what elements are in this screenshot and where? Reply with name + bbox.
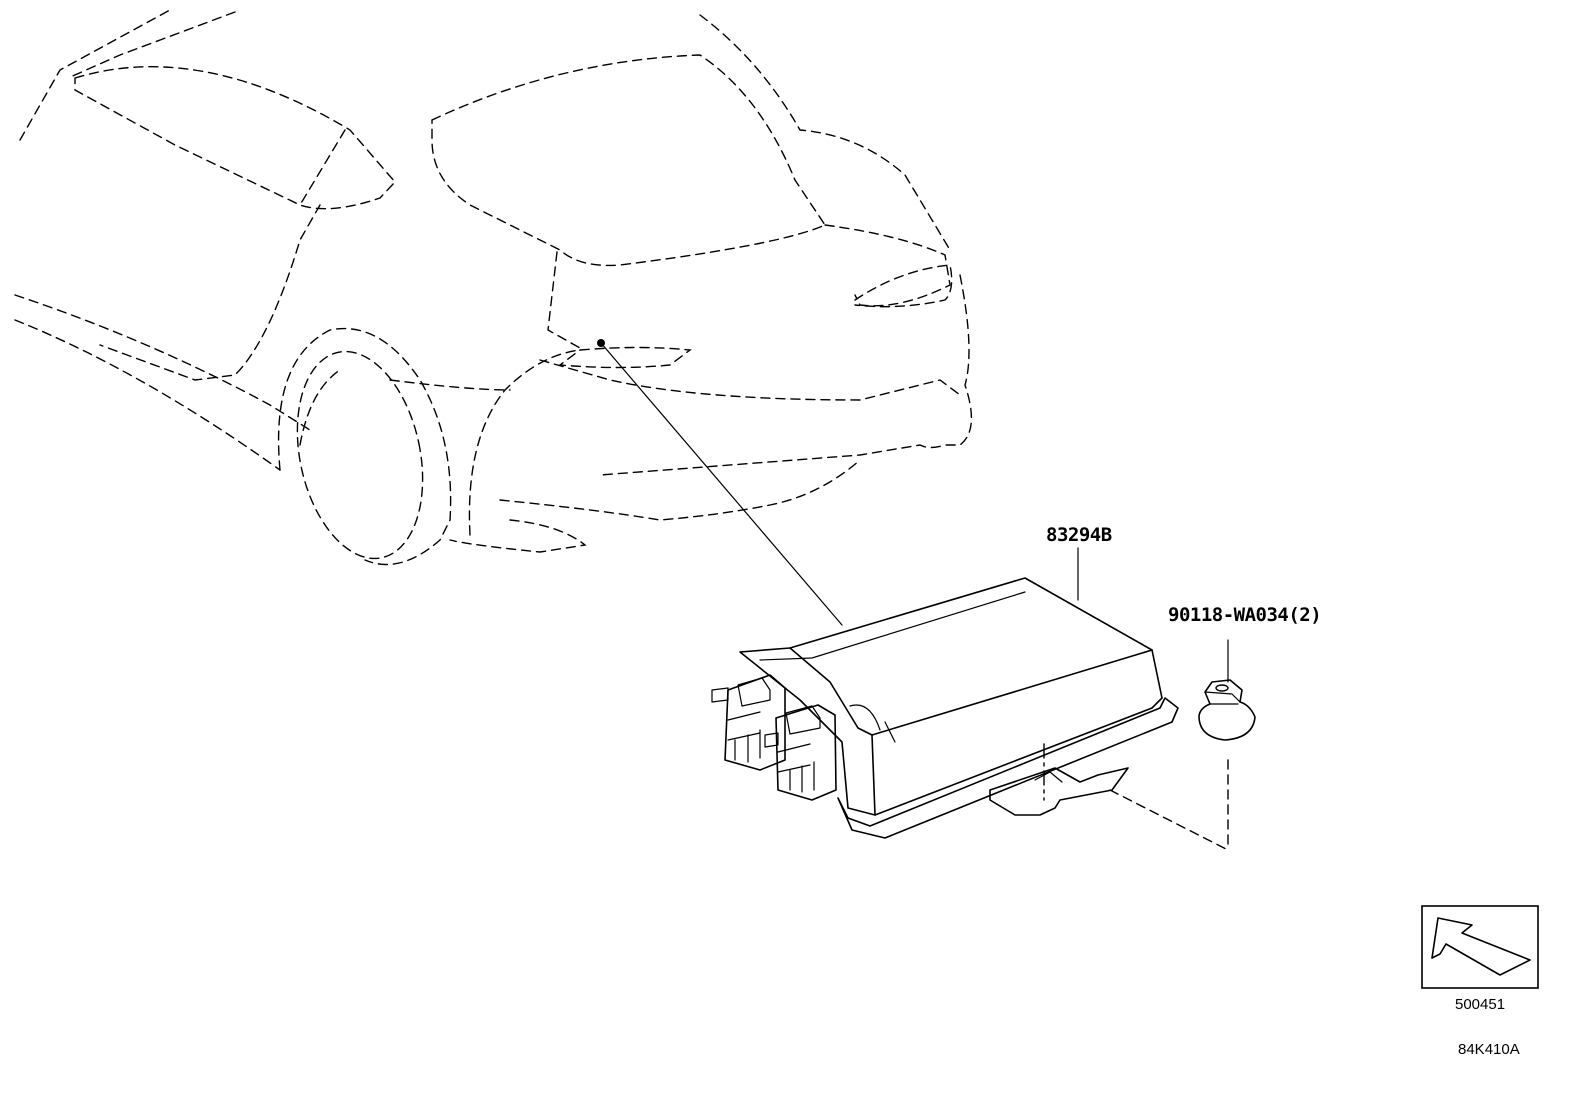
flange-nut (1198, 639, 1256, 851)
illustration-code-label: 84K410A (1458, 1041, 1520, 1058)
orientation-code-label: 500451 (1455, 996, 1506, 1013)
nut-part-number-label: 90118-WA034(2) (1168, 604, 1322, 626)
location-leader (597, 339, 843, 626)
control-module (711, 547, 1229, 851)
vehicle-outline (14, 9, 973, 566)
module-part-number-label: 83294B (1046, 524, 1112, 546)
front-direction-arrow-icon (1421, 905, 1539, 989)
